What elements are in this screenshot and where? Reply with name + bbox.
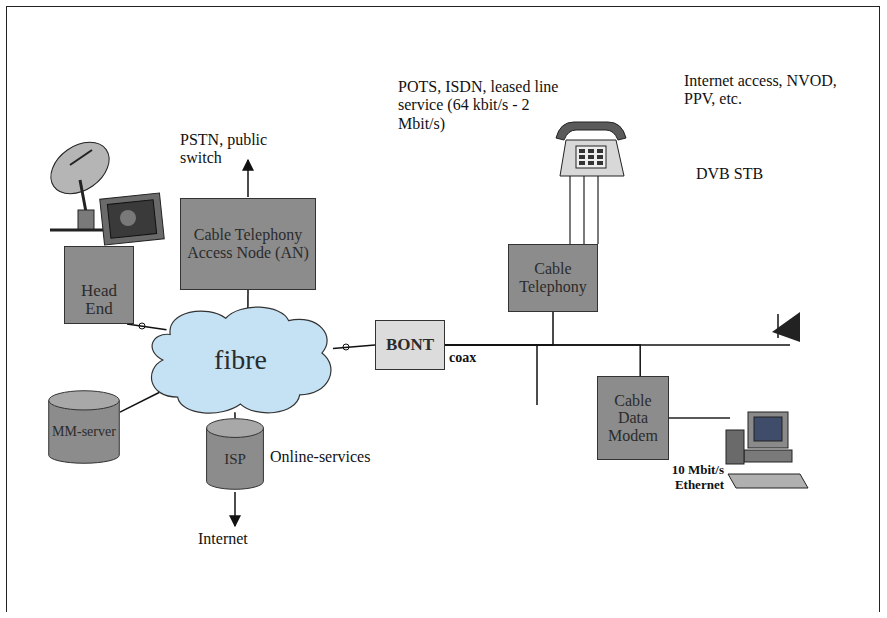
connector-line xyxy=(445,345,640,376)
coax-branch xyxy=(536,345,538,405)
connector-line xyxy=(234,412,235,418)
internet-arrow xyxy=(234,492,236,526)
telephone xyxy=(556,122,626,244)
cable-telephony-box: Cable Telephony xyxy=(508,244,598,312)
network-label: Internet xyxy=(198,530,288,548)
pstn-arrow xyxy=(247,160,249,197)
node-text: Cable Data Modem xyxy=(603,392,663,445)
bont-box: BONT xyxy=(375,320,445,370)
node-text: Head End xyxy=(70,282,128,319)
cable-modem-box: Cable Data Modem xyxy=(597,376,669,460)
connector-line xyxy=(247,290,248,309)
connector-line xyxy=(127,324,167,330)
connector-line xyxy=(333,345,375,348)
node-text: fibre xyxy=(214,345,267,376)
television-set xyxy=(100,193,164,245)
node-text: MM-server xyxy=(52,424,116,439)
connector-line xyxy=(445,312,553,345)
medium-label: coax xyxy=(449,350,499,366)
server-cylinder: MM-server xyxy=(48,390,120,464)
fibre-cloud: fibre xyxy=(148,302,333,418)
service-label: Internet access, NVOD, PPV, etc. xyxy=(684,72,859,109)
isp-cylinder: ISP xyxy=(206,418,264,490)
service-label: Online-services xyxy=(270,448,400,466)
node-text: BONT xyxy=(386,336,434,355)
device-label: DVB STB xyxy=(696,165,796,183)
connector-line xyxy=(120,392,159,412)
node-text: Cable Telephony xyxy=(514,260,592,295)
access-node-box: Cable Telephony Access Node (AN) xyxy=(180,198,316,290)
service-label: POTS, ISDN, leased line service (64 kbit… xyxy=(398,78,578,133)
coax-tap xyxy=(777,314,779,338)
stb-antenna-symbol xyxy=(772,312,800,342)
switch-label: PSTN, public switch xyxy=(180,131,310,168)
head-end-box: Head End xyxy=(64,246,134,324)
link-label: 10 Mbit/s Ethernet xyxy=(632,463,724,493)
node-text: Cable Telephony Access Node (AN) xyxy=(186,226,310,261)
node-text: ISP xyxy=(224,451,246,468)
